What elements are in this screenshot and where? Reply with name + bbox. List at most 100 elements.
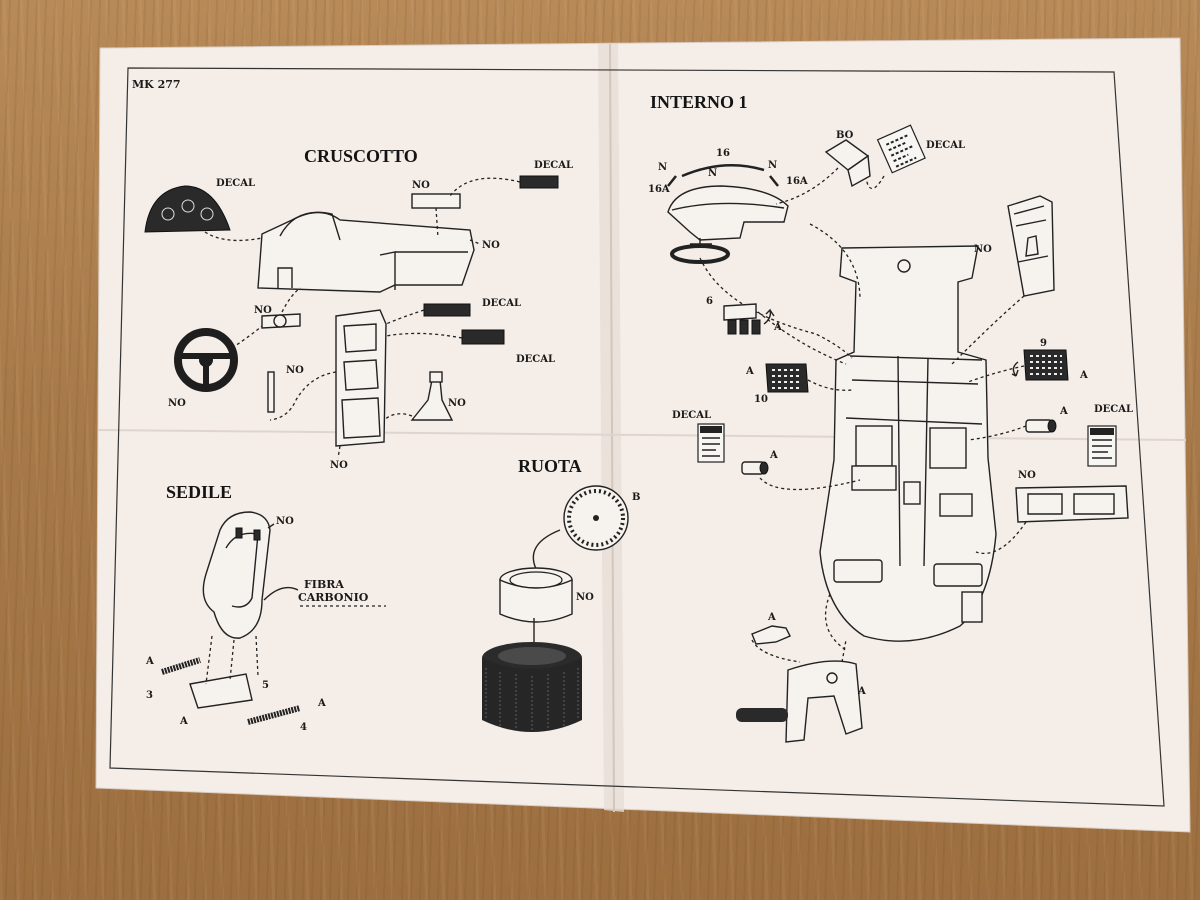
label-b: B xyxy=(632,492,640,503)
label-decal: DECAL xyxy=(534,160,573,171)
column-boss xyxy=(273,314,287,328)
leader-line xyxy=(841,639,847,663)
wheel-insert-hub xyxy=(593,515,599,521)
label-n: N xyxy=(768,160,777,171)
label-decal-card-lines xyxy=(1092,439,1112,459)
leader-line xyxy=(751,639,801,663)
label-bo: BO xyxy=(836,130,854,141)
fold-crease-horizontal xyxy=(97,429,1187,441)
switch-decal xyxy=(519,175,559,189)
dashboard-leg xyxy=(277,267,293,288)
tub-rear-mount xyxy=(933,563,983,587)
label-16: 16 xyxy=(716,148,730,159)
leader-line xyxy=(824,593,847,651)
label-3: 3 xyxy=(146,690,153,701)
section-title-interno: INTERNO 1 xyxy=(650,92,748,112)
seat-part xyxy=(202,511,271,639)
stalk-rod-body xyxy=(267,371,275,413)
leader-line xyxy=(263,586,299,601)
tub-mount-hole xyxy=(897,259,911,273)
leader-line xyxy=(267,523,275,529)
bo-part-side xyxy=(847,154,871,188)
label-no: NO xyxy=(412,180,430,191)
leader-line xyxy=(975,521,1027,554)
center-console-part xyxy=(335,309,387,447)
tub-seat-well xyxy=(855,425,893,467)
pedal xyxy=(727,319,737,335)
label-decal: DECAL xyxy=(672,410,711,421)
sheet-border-frame xyxy=(109,67,1165,807)
interior-console-detail xyxy=(1013,205,1049,263)
label-decal-card-header xyxy=(700,426,722,433)
tub-rear-box xyxy=(851,465,897,491)
label-no: NO xyxy=(1018,470,1036,481)
rear-frame-hole xyxy=(826,672,838,684)
canister-part xyxy=(1025,419,1057,433)
perforated-plate-holes xyxy=(772,369,802,389)
label-n: N xyxy=(658,162,667,173)
rear-frame-part xyxy=(785,660,863,743)
crank-part xyxy=(751,625,791,645)
section-title-cruscotto: CRUSCOTTO xyxy=(304,146,418,166)
label-16a: 16A xyxy=(648,184,670,195)
leader-line xyxy=(385,332,463,339)
sheet-code: MK 277 xyxy=(132,78,181,91)
label-9: 9 xyxy=(1040,338,1047,349)
label-4: 4 xyxy=(300,722,307,733)
label-a: A xyxy=(1059,406,1068,417)
tub-detail xyxy=(845,355,983,425)
binnacle-detail xyxy=(671,202,785,211)
leader-line xyxy=(435,207,439,239)
tyre-bore xyxy=(498,647,566,665)
section-title-sedile: SEDILE xyxy=(166,482,232,502)
canister-part xyxy=(741,461,769,475)
label-no: NO xyxy=(330,460,348,471)
perforated-plate-part xyxy=(1023,349,1069,381)
gear-knob xyxy=(429,371,443,383)
interior-console-shifter xyxy=(1025,235,1039,257)
label-no: NO xyxy=(448,398,466,409)
leader-line xyxy=(759,477,861,491)
leader-line xyxy=(775,167,839,205)
leader-line xyxy=(951,295,1025,365)
label-decal-card-header xyxy=(1090,428,1114,435)
pedal xyxy=(739,319,749,335)
label-no: NO xyxy=(286,365,304,376)
leader-line xyxy=(255,635,259,677)
wheel-rim-body xyxy=(499,578,573,623)
decal-sheet xyxy=(876,124,926,174)
leader-line xyxy=(449,177,521,197)
seat-harness-slot xyxy=(253,529,261,541)
label-no: NO xyxy=(576,592,594,603)
label-6: 6 xyxy=(706,296,713,307)
seat-detail xyxy=(225,532,259,608)
label-no: NO xyxy=(482,240,500,251)
leader-line xyxy=(699,257,853,359)
leader-line xyxy=(383,413,413,421)
trim-strip-part xyxy=(681,163,765,178)
tub-shifter-base xyxy=(903,481,921,505)
arrow xyxy=(763,308,775,325)
gauge-cluster-decal xyxy=(144,185,231,233)
rear-bulkhead-part xyxy=(1015,485,1129,523)
seat-harness-slot xyxy=(235,527,243,539)
seat-bracket-part xyxy=(189,673,253,709)
interior-steering-wheel xyxy=(670,244,730,264)
tub-rear-tab xyxy=(961,591,983,623)
console-detail xyxy=(343,359,379,391)
label-10: 10 xyxy=(754,394,768,405)
trim-strip-part xyxy=(667,175,677,187)
vent-panel-part xyxy=(411,193,461,209)
label-no: NO xyxy=(254,305,272,316)
leader-line xyxy=(231,325,263,349)
gauge-dial xyxy=(200,207,214,221)
tub-tunnel xyxy=(897,355,929,567)
floor-pan-part xyxy=(819,245,997,642)
leader-line xyxy=(269,371,337,421)
leader-line xyxy=(281,287,301,313)
label-a: A xyxy=(179,716,188,727)
gauge-dial xyxy=(181,199,195,213)
tyre-tread xyxy=(485,668,579,732)
seat-rail-part xyxy=(161,657,201,675)
